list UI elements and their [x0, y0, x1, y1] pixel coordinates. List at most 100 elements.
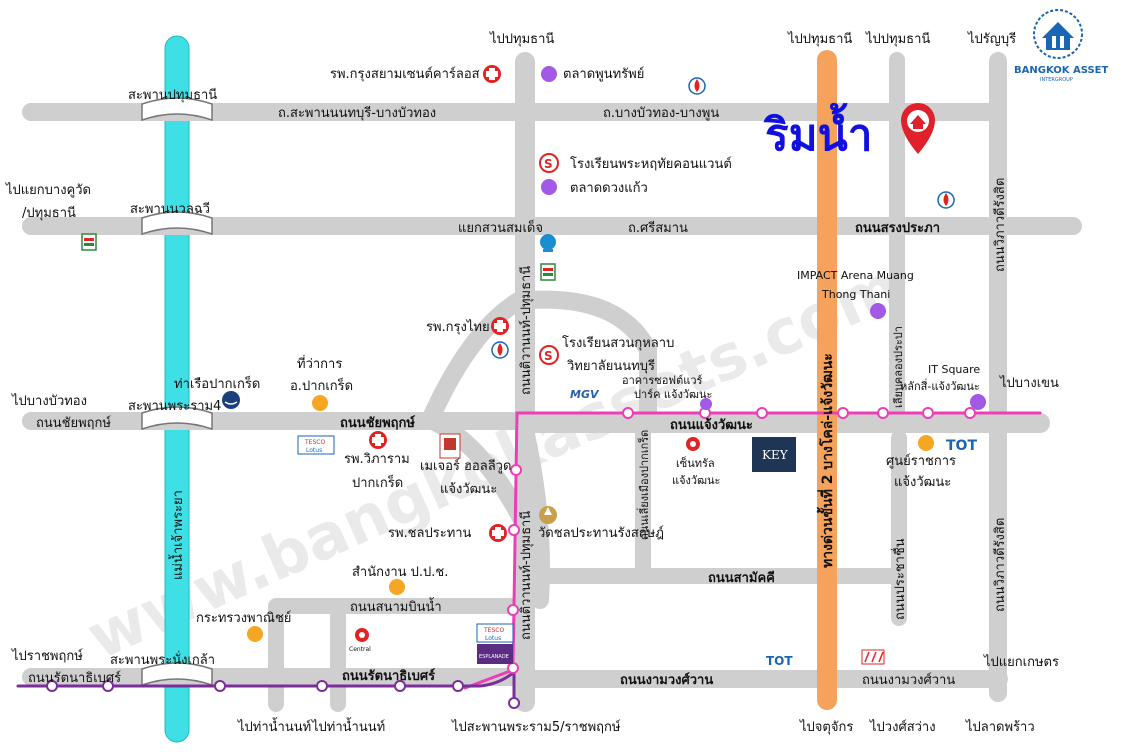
brand-logo: BANGKOK ASSET INTERGROUP [1014, 9, 1108, 83]
road-label-chaiyaphruek-left: ถนนชัยพฤกษ์ [36, 415, 111, 431]
dir-bottom-thanon-2: ไปท่าน้ำนนท์ [311, 717, 385, 735]
hospital-icon [491, 317, 509, 335]
government-icon [247, 626, 263, 642]
landmark-icon [970, 394, 986, 410]
poi-it-square-1: IT Square [928, 363, 980, 376]
dir-bottom-thanon-1: ไปท่าน้ำนนท์ [237, 717, 311, 735]
svg-text:S: S [544, 157, 553, 171]
poi-sofa-1: อาคารซอฟต์แวร์ [622, 374, 702, 387]
dir-left-ratchaphruek: ไปราชพฤกษ์ [11, 648, 83, 664]
dir-top-pathum-1: ไปปทุมธานี [489, 31, 554, 47]
hospital-icon [483, 65, 501, 83]
dir-right-kaset: ไปแยกเกษตร [983, 654, 1059, 670]
poi-major-1: เมเจอร์ ฮอลลีวูด [420, 458, 511, 474]
poi-chonprathan-hospital: รพ.ชลประทาน [388, 526, 472, 541]
road-label-sanambinnam: ถนนสนามบินน้ำ [350, 597, 442, 615]
poi-gov-center-2: แจ้งวัฒนะ [894, 475, 951, 490]
logo-sub: INTERGROUP [1040, 77, 1073, 83]
tot-logo: TOT [946, 438, 977, 454]
logo-name: BANGKOK ASSET [1014, 65, 1108, 76]
poi-market-phun: ตลาดพูนทรัพย์ [563, 66, 644, 82]
road-label-lakhlongprapa: เลียบคลองประปา [892, 326, 905, 408]
svg-text:TOT: TOT [946, 438, 977, 454]
road-label-tiwanon-lower: ถนนติวานนท์-ปทุมธานี [518, 511, 534, 640]
poi-viphavadi-hospital-1: รพ.วิภาราม [344, 452, 410, 467]
road-label-vibhavadi-lower: ถนนวิภาวดีรังสิต [992, 518, 1008, 612]
dir-top-pathum-3: ไปปทุมธานี [865, 31, 930, 47]
poi-commerce-ministry: กระทรวงพาณิชย์ [196, 610, 291, 626]
interchange [421, 290, 657, 609]
dir-bottom-wongsawang: ไปวงศ์สว่าง [869, 719, 936, 735]
poi-siam-hospital: รพ.กรุงสยามเซนต์คาร์ลอส [330, 66, 480, 82]
poi-pier: ท่าเรือปากเกร็ด [174, 374, 260, 392]
svg-text:TESCO: TESCO [304, 439, 325, 446]
poi-school-suankularb-2: วิทยาลัยนนทบุรี [566, 358, 655, 374]
road-label-chaiyaphruek: ถนนชัยพฤกษ์ [340, 415, 415, 431]
poi-school-heart: โรงเรียนพระหฤทัยคอนแวนต์ [570, 156, 732, 172]
expressway [817, 50, 837, 710]
svg-text:Lotus: Lotus [485, 635, 501, 642]
bridge-label-rama4: สะพานพระราม4 [128, 399, 221, 414]
bridge-labels: สะพานปทุมธานี สะพานนวลฉวี สะพานพระราม4 ส… [110, 87, 221, 668]
road-label-ngamwongwan-right: ถนนงามวงศ์วาน [862, 672, 955, 688]
svg-text:TESCO: TESCO [483, 627, 504, 634]
bridge-rama4 [141, 406, 213, 431]
government-icon [918, 435, 934, 451]
landmark-icon [700, 398, 712, 410]
project-title: ริมน้ำ [763, 102, 873, 161]
poi-it-square-2: หลักสี่-แจ้งวัฒนะ [900, 378, 980, 393]
poi-major-2: แจ้งวัฒนะ [440, 482, 497, 497]
key-building-logo: KEY [752, 437, 796, 472]
poi-district-office-1: ที่ว่าการ [297, 355, 342, 372]
dir-bottom-chatuchak: ไปจตุจักร [799, 719, 853, 735]
poi-viphavadi-hospital-2: ปากเกร็ด [352, 473, 403, 491]
poi-wat-chonprathan: วัดชลประทานรังสฤษฎ์ [538, 525, 664, 541]
temple-icon [539, 506, 557, 524]
dir-top-rangsit: ไปรัญบุรี [967, 31, 1016, 47]
dir-bottom-ladprao: ไปลาดพร้าว [965, 719, 1035, 735]
road-ngamwongwan [518, 670, 1008, 688]
road-liang-muang [635, 410, 651, 582]
road-tiwanon [515, 52, 535, 712]
svg-text:MGV: MGV [570, 388, 600, 401]
road-label-nonthaburi-bangbuathong: ถ.สะพานนนทบุรี-บางบัวทอง [278, 105, 436, 121]
tesco-lotus-logo: TESCO Lotus [297, 435, 335, 455]
river-label: แม่น้ำเจ้าพระยา [168, 490, 186, 580]
dir-bottom-rama5: ไปสะพานพระราม5/ราชพฤกษ์ [451, 719, 621, 735]
central-logo [686, 437, 700, 451]
school-icon: S [539, 153, 559, 173]
poi-sofa-2: ปาร์ค แจ้งวัฒนะ [634, 388, 712, 401]
poi-gov-center-1: ศูนย์ราชการ [886, 453, 956, 469]
tot-logo: TOT [766, 654, 793, 668]
mgv-logo: MGV [570, 388, 600, 401]
central-logo: Central [347, 625, 377, 653]
poi-nbc-office: สำนักงาน ป.ป.ช. [352, 565, 448, 580]
convenience-store-icon [540, 263, 556, 281]
gas-station-icon [491, 341, 509, 359]
road-label-rattanathibet-left: ถนนรัตนาธิเบศร์ [28, 670, 121, 686]
convenience-store-icon [81, 233, 97, 251]
bridge-label-pathum: สะพานปทุมธานี [128, 87, 217, 103]
road-nonthaburi-bangbuathong [22, 103, 1007, 121]
poi-impact-2: Thong Thani [821, 288, 890, 301]
landmark-icon [870, 303, 886, 319]
dir-left-bangbuathong: ไปบางบัวทอง [11, 393, 87, 409]
home-pin-icon[interactable] [901, 103, 935, 154]
svg-text:Lotus: Lotus [306, 447, 322, 454]
market-icon [541, 66, 557, 82]
road-label-liang-muang: ถนนเลี่ยงเมืองปากเกร็ด [636, 430, 651, 540]
poi-central-1: เซ็นทรัล [676, 456, 715, 470]
svg-text:KEY: KEY [762, 448, 789, 462]
dir-left-bangkhu-1: ไปแยกบางคูวัด [5, 182, 91, 198]
points-of-interest: S S [81, 65, 986, 668]
road-label-expressway: ทางด่วนขั้นที่ 2 บางโคล่-แจ้งวัฒนะ [816, 353, 836, 568]
svg-text:ESPLANADE: ESPLANADE [479, 654, 509, 660]
tesco-lotus-logo: TESCO Lotus [476, 623, 514, 643]
bridge-nuanchawi [141, 211, 213, 236]
dir-left-bangkhu-2: /ปทุมธานี [22, 205, 76, 221]
pink-line [463, 411, 1042, 690]
government-icon [312, 395, 328, 411]
road-label-rattanathibet: ถนนรัตนาธิเบศร์ [342, 668, 435, 684]
poi-school-suankularb-1: โรงเรียนสวนกุหลาบ [562, 335, 674, 351]
